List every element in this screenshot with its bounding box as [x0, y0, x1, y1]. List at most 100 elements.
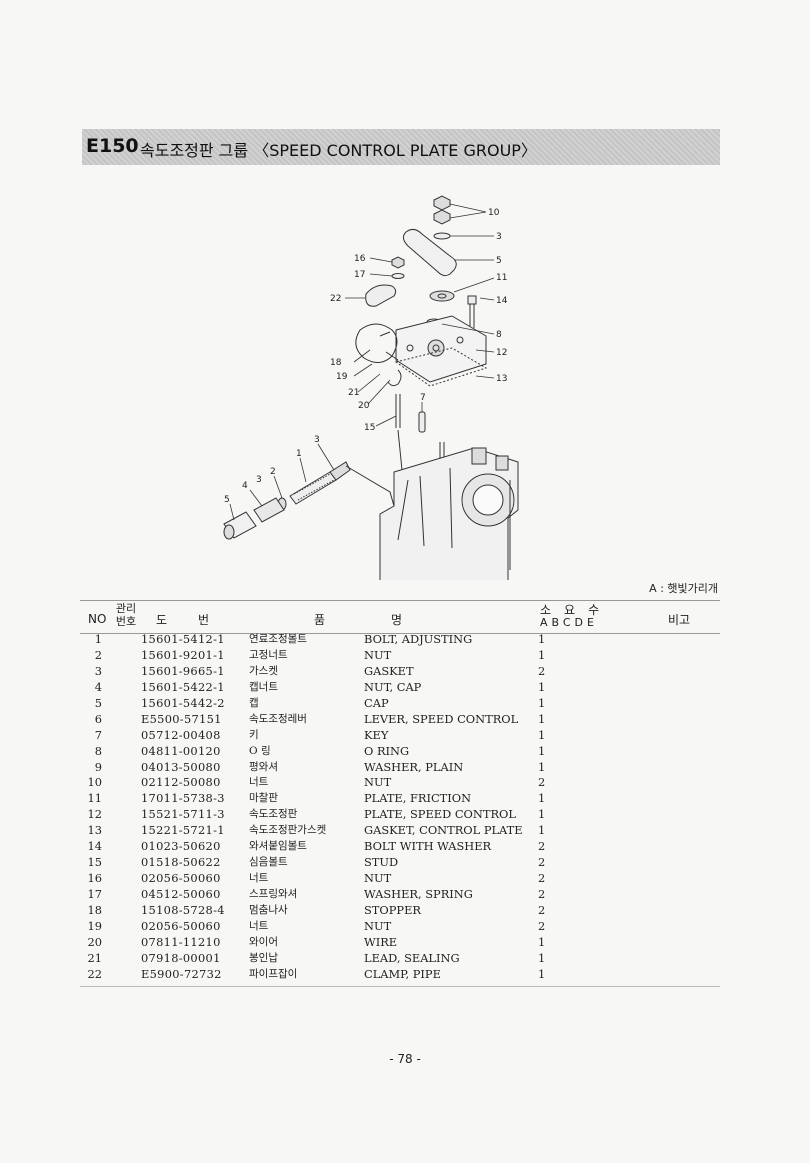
callout-13: 13 [496, 374, 507, 384]
row-number: 20 [87, 934, 103, 949]
variant-legend: A : 햇빛가리개 [649, 582, 718, 595]
callout-2: 2 [270, 467, 276, 477]
row-number: 2 [94, 647, 102, 662]
section-code: E150 [86, 135, 139, 157]
part-name-english: BOLT WITH WASHER [364, 839, 492, 854]
part-number: 15601-5412-1 [141, 632, 225, 646]
quantity-a: 2 [538, 918, 546, 933]
callout-3b: 3 [314, 435, 320, 445]
quantity-a: 1 [538, 791, 546, 806]
part-name-english: LEAD, SEALING [364, 950, 460, 965]
quantity-a: 1 [538, 695, 546, 710]
part-name-korean: 캡너트 [249, 680, 278, 693]
part-name-english: CLAMP, PIPE [364, 966, 441, 981]
part-number: 15108-5728-4 [141, 902, 225, 917]
section-title-band: E150 속도조정판 그룹 〈SPEED CONTROL PLATE GROUP… [82, 129, 720, 165]
row-number: 16 [87, 871, 103, 886]
quantity-a: 1 [538, 807, 546, 822]
part-name-english: STUD [364, 855, 399, 870]
header-part-number-b: 번 [198, 613, 210, 627]
row-number: 15 [87, 855, 103, 870]
page-number: - 78 - [389, 1052, 421, 1066]
part-name-english: LEVER, SPEED CONTROL [364, 711, 519, 726]
callout-10: 10 [488, 208, 500, 218]
callout-1: 1 [296, 449, 302, 459]
callout-22: 22 [330, 294, 341, 304]
row-number: 17 [87, 887, 103, 901]
part-name-english: BOLT, ADJUSTING [364, 632, 473, 646]
quantity-a: 2 [538, 902, 546, 917]
part-number: 02112-50080 [141, 775, 221, 790]
part-name-korean: O 링 [249, 744, 271, 757]
quantity-a: 2 [538, 839, 546, 854]
callout-12: 12 [496, 348, 507, 358]
callout-11: 11 [496, 273, 507, 283]
part-name-korean: 심음볼트 [249, 856, 288, 869]
part-name-english: O RING [364, 743, 410, 758]
part-number: 04013-50080 [141, 759, 221, 774]
part-name-english: CAP [364, 695, 389, 710]
part-name-english: NUT, CAP [364, 679, 422, 694]
callout-5: 5 [496, 256, 502, 266]
callout-3c: 3 [256, 475, 262, 485]
part-name-korean: 멈춤나사 [249, 903, 288, 916]
row-number: 6 [94, 711, 102, 726]
section-title: 속도조정판 그룹 〈SPEED CONTROL PLATE GROUP〉 [140, 141, 537, 160]
part-name-english: PLATE, SPEED CONTROL [364, 807, 516, 822]
row-number: 11 [87, 791, 103, 806]
part-name-korean: 와셔붙임볼트 [249, 840, 307, 853]
nut-10b-shape [433, 209, 451, 225]
gasket-13-shape [394, 347, 488, 387]
part-name-korean: 키 [249, 728, 259, 741]
row-number: 14 [87, 839, 103, 854]
quantity-a: 1 [538, 679, 546, 694]
part-name-korean: 가스켓 [249, 664, 278, 677]
part-name-english: WASHER, SPRING [364, 887, 473, 901]
part-name-korean: 너트 [249, 919, 269, 932]
part-name-korean: 고정너트 [249, 648, 288, 661]
row-number: 5 [94, 695, 102, 710]
part-number: 05712-00408 [141, 727, 221, 742]
part-name-korean: 너트 [249, 872, 269, 885]
part-number: E5900-72732 [141, 966, 222, 981]
part-name-korean: 너트 [249, 776, 269, 789]
washer-9-shape [433, 232, 451, 240]
part-number: E5500-57151 [141, 711, 222, 726]
table-bottom-rule [80, 986, 720, 987]
callout-8: 8 [496, 330, 502, 340]
header-part-name-b: 명 [391, 613, 403, 627]
callout-19: 19 [336, 372, 348, 382]
exploded-parts-diagram: 10 3 5 16 17 11 14 22 8 12 18 19 13 21 2… [223, 195, 519, 580]
row-number: 7 [94, 727, 102, 742]
part-name-english: GASKET [364, 663, 414, 678]
part-number: 04811-00120 [141, 743, 221, 758]
callout-21: 21 [348, 388, 359, 398]
part-name-english: WASHER, PLAIN [364, 759, 464, 774]
part-name-english: NUT [364, 871, 392, 886]
quantity-a: 2 [538, 887, 546, 901]
header-variants: ABCDE [540, 616, 598, 629]
callout-7: 7 [420, 393, 426, 403]
row-number: 9 [94, 759, 102, 774]
part-number: 01023-50620 [141, 839, 221, 854]
quantity-a: 2 [538, 663, 546, 678]
part-name-korean: 파이프잡이 [249, 967, 298, 980]
row-number: 22 [87, 966, 103, 981]
part-number: 15601-9665-1 [141, 663, 225, 678]
row-number: 4 [94, 679, 102, 694]
part-name-korean: 캡 [249, 696, 259, 709]
part-name-korean: 속도조정레버 [249, 712, 307, 725]
callout-14: 14 [496, 296, 508, 306]
